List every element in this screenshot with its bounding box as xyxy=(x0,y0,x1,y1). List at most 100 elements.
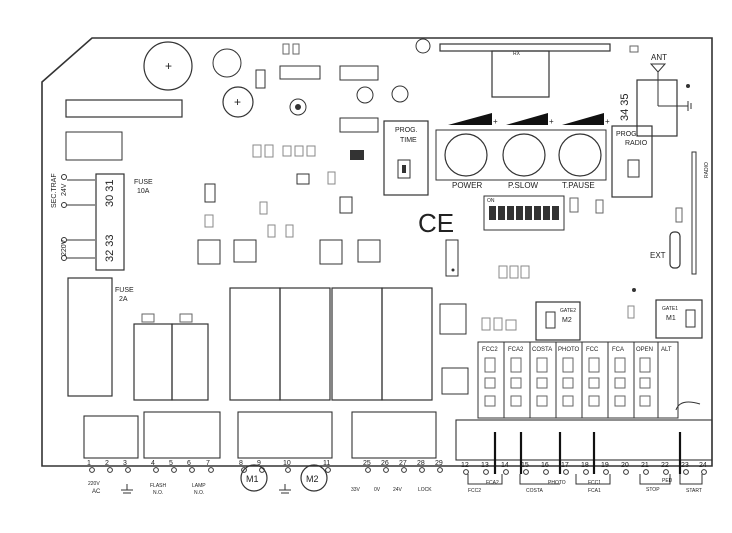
antenna-icon xyxy=(649,63,667,73)
gate2-button[interactable] xyxy=(545,311,556,329)
led-open: OPEN xyxy=(636,347,653,353)
terminals-32-33: 32 33 xyxy=(104,234,116,262)
terminal-number-15: 15 xyxy=(521,462,529,469)
bottom-fcc2-label: FCC2 xyxy=(468,488,481,494)
prog-radio-box xyxy=(611,125,653,198)
led-alt: ALT xyxy=(661,347,672,353)
v33-label: 33V xyxy=(351,487,361,493)
terminal-number-14: 14 xyxy=(501,462,509,469)
rx-module xyxy=(491,50,550,98)
svg-text:+: + xyxy=(493,117,498,126)
led-panel xyxy=(477,341,679,419)
motor-m1-label: M1 xyxy=(246,474,259,484)
relay-1 xyxy=(229,287,281,401)
lamp-label-2: N.O. xyxy=(194,490,204,496)
terminal-screw-5 xyxy=(171,467,177,473)
terminal-screw-19 xyxy=(603,469,609,475)
lock-label: LOCK xyxy=(418,487,432,493)
prog-radio-button[interactable] xyxy=(627,159,640,178)
gate2-label-2: M2 xyxy=(562,317,572,324)
terminal-screw-18 xyxy=(583,469,589,475)
large-capacitor xyxy=(143,41,193,91)
prog-time-button[interactable] xyxy=(397,159,411,179)
terminal-screw-26 xyxy=(383,467,389,473)
terminal-screw-12 xyxy=(463,469,469,475)
transformer-terminal-block xyxy=(95,173,125,271)
ext-label: EXT xyxy=(650,251,666,260)
terminal-screw-3 xyxy=(125,467,131,473)
flash-label-2: N.O. xyxy=(153,490,163,496)
fuse-2a-label-2: 2A xyxy=(119,296,128,303)
terminal-screw-28 xyxy=(419,467,425,473)
power-label: POWER xyxy=(452,181,482,190)
terminal-number-2: 2 xyxy=(105,460,109,467)
p-slow-label: P.SLOW xyxy=(508,181,539,190)
bottom-fca2-label: FCA2 xyxy=(486,480,499,486)
gate1-box xyxy=(655,299,703,339)
gate1-button[interactable] xyxy=(685,309,696,328)
ac-label: AC xyxy=(92,489,101,495)
terminal-number-18: 18 xyxy=(581,462,589,469)
rx-module-bar xyxy=(439,43,611,52)
terminal-screw-21 xyxy=(643,469,649,475)
gate2-box xyxy=(535,301,581,341)
terminal-number-21: 21 xyxy=(641,462,649,469)
v0-label: 0V xyxy=(374,487,381,493)
led-fcc2: FCC2 xyxy=(482,347,498,353)
terminal-screw-17 xyxy=(563,469,569,475)
terminal-screw-24 xyxy=(701,469,707,475)
prog-time-label-1: PROG. xyxy=(395,127,418,134)
antenna-block xyxy=(636,79,678,137)
rx-label: RX xyxy=(513,51,521,57)
prog-time-label-2: TIME xyxy=(400,137,417,144)
power-trimmer[interactable] xyxy=(444,133,488,177)
svg-text:+: + xyxy=(549,117,554,126)
terminal-screw-23 xyxy=(683,469,689,475)
v24-side-label: 24V xyxy=(61,183,68,196)
terminal-screw-14 xyxy=(503,469,509,475)
ext-connector xyxy=(669,231,681,269)
capacitor-7 xyxy=(686,84,690,88)
motor-m1 xyxy=(240,464,268,492)
terminal-screw-13 xyxy=(483,469,489,475)
prog-radio-label-1: PROG. xyxy=(616,131,639,138)
terminal-screw-27 xyxy=(401,467,407,473)
terminal-number-9: 9 xyxy=(257,460,261,467)
motor-m2-label: M2 xyxy=(306,474,319,484)
capacitor-2 xyxy=(212,48,242,78)
terminal-number-24: 24 xyxy=(699,462,707,469)
terminal-block-flash-lamp xyxy=(143,411,221,459)
terminal-number-7: 7 xyxy=(206,460,210,467)
terminal-number-22: 22 xyxy=(661,462,669,469)
svg-text:+: + xyxy=(605,117,610,126)
terminal-number-27: 27 xyxy=(399,460,407,467)
bottom-photo-label: PHOTO xyxy=(548,480,566,486)
dip-switch[interactable] xyxy=(483,195,565,231)
terminal-screw-15 xyxy=(523,469,529,475)
terminal-screw-29 xyxy=(437,467,443,473)
terminal-block-ac xyxy=(83,415,139,459)
t-pause-trimmer[interactable] xyxy=(558,133,602,177)
prog-time-box xyxy=(383,120,429,196)
terminal-number-29: 29 xyxy=(435,460,443,467)
terminal-number-25: 25 xyxy=(363,460,371,467)
bottom-costa-label: COSTA xyxy=(526,488,544,494)
terminal-screw-7 xyxy=(208,467,214,473)
terminal-screw-22 xyxy=(663,469,669,475)
terminal-number-17: 17 xyxy=(561,462,569,469)
p-slow-trimmer[interactable] xyxy=(502,133,546,177)
terminal-screw-25 xyxy=(365,467,371,473)
terminal-screw-1 xyxy=(89,467,95,473)
terminal-number-13: 13 xyxy=(481,462,489,469)
terminal-screw-9 xyxy=(259,467,265,473)
terminal-screw-8 xyxy=(241,467,247,473)
ce-mark: CE xyxy=(418,208,454,238)
terminal-screw-10 xyxy=(285,467,291,473)
terminal-number-5: 5 xyxy=(169,460,173,467)
terminal-number-6: 6 xyxy=(187,460,191,467)
terminal-number-26: 26 xyxy=(381,460,389,467)
gate2-label-1: GATE2 xyxy=(560,308,576,314)
terminal-number-20: 20 xyxy=(621,462,629,469)
